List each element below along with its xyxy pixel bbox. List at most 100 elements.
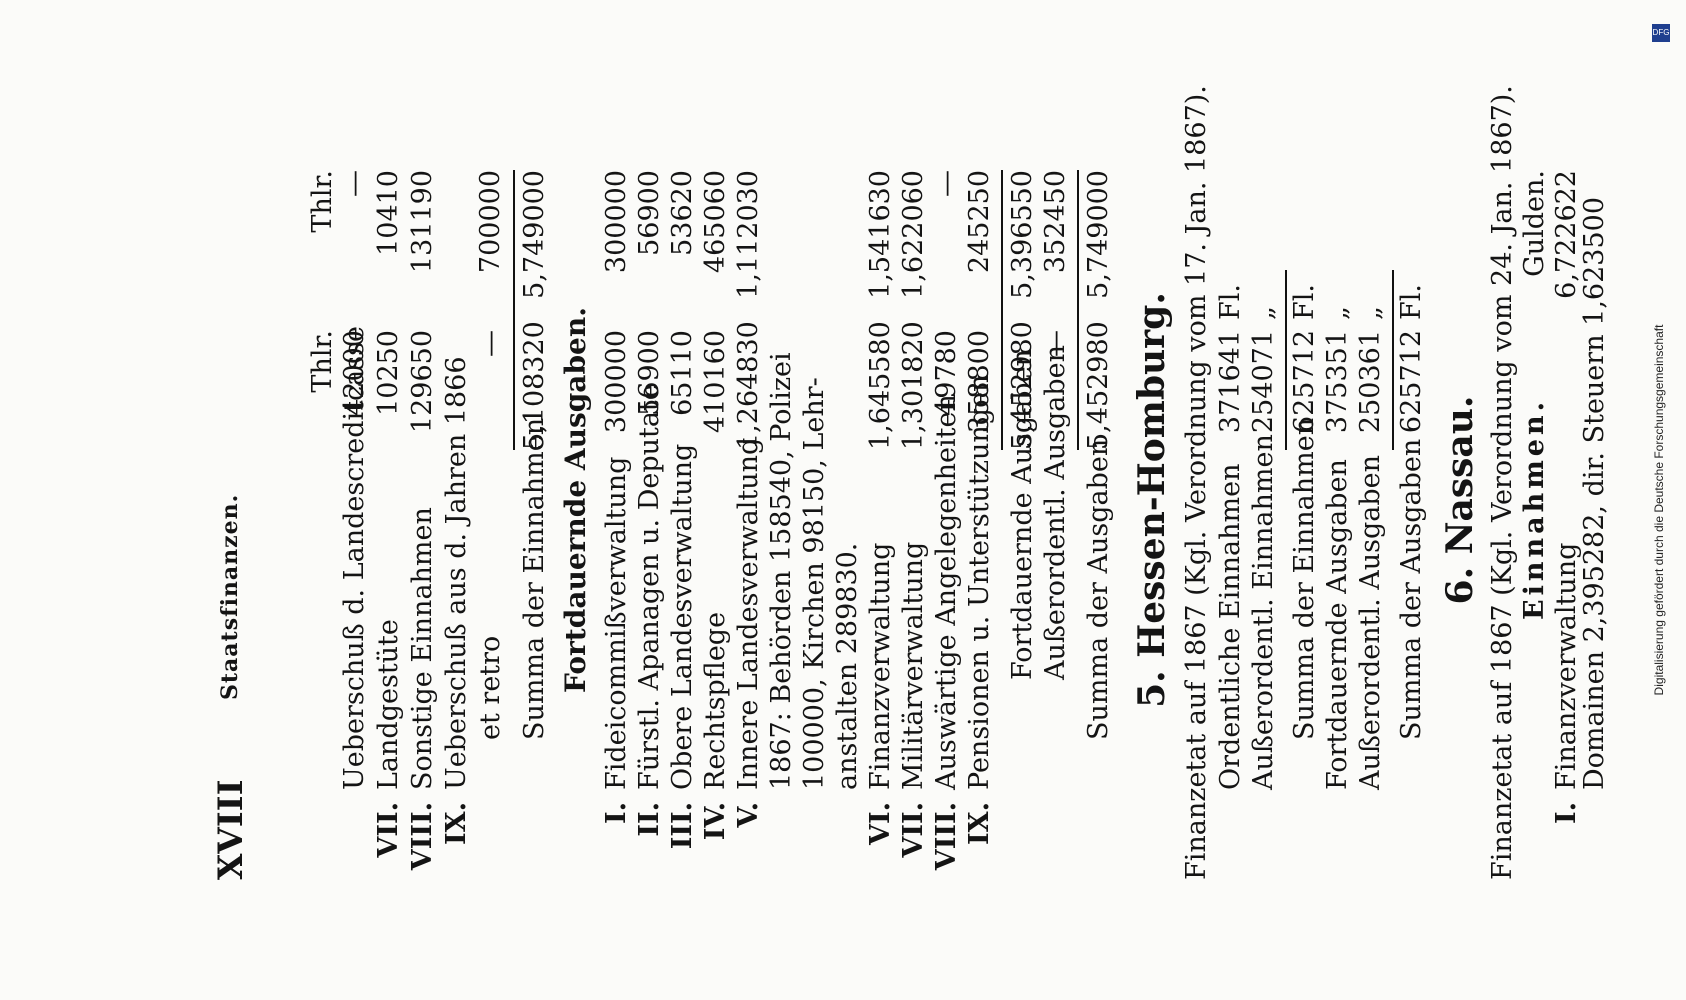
row-label: anstalten 289830. xyxy=(832,542,863,790)
row-col2: — xyxy=(339,170,370,197)
row-label: Summa der Ausgaben xyxy=(1083,438,1114,740)
row-label: 1867: Behörden 158540, Polizei xyxy=(766,352,797,790)
ausgaben-row: IV. Rechtspflege 410160 465060 xyxy=(700,120,734,880)
ausgaben-row: III. Obere Landesverwaltung 65110 53620 xyxy=(667,120,701,880)
row-number: I. xyxy=(601,802,632,825)
nassau-heading: 6. Nassau. xyxy=(1439,395,1481,605)
ausgaben-total-row: Summa der Ausgaben 5,452980 5,749000 xyxy=(1083,120,1117,880)
nassau-subheading-row: Einnahmen. Gulden. xyxy=(1519,120,1553,880)
row-label: Landgestüte xyxy=(373,619,404,790)
row-col1: — xyxy=(1040,330,1071,357)
row-label: Sonstige Einnahmen xyxy=(407,507,438,790)
row-value: 250361 xyxy=(1355,330,1386,434)
hessen-row: Summa der Ausgaben 625712 Fl. xyxy=(1396,120,1430,880)
row-col2: 56900 xyxy=(634,170,665,256)
row-label: Finanzverwaltung xyxy=(1551,542,1582,790)
ausgaben-heading: Fortdauernde Ausgaben. xyxy=(559,307,592,693)
row-col1: 410160 xyxy=(700,330,731,434)
page-number: XVIII xyxy=(211,779,251,880)
row-col2: 5,749000 xyxy=(1083,170,1114,299)
row-col2: 1,622060 xyxy=(898,170,929,299)
row-number: VI. xyxy=(865,802,896,845)
ausgaben-row: IX. Pensionen u. Unterstützungen 358800 … xyxy=(964,120,998,880)
ausgaben-total-row: Außerordentl. Ausgaben — 352450 xyxy=(1040,120,1074,880)
sum-income-row: Summa der Einnahmen 5,108320 5,749000 xyxy=(519,120,553,880)
ausgaben-note-line: anstalten 289830. xyxy=(832,120,866,880)
row-label: Ueberschuß aus d. Jahren 1866 xyxy=(441,356,472,790)
row-col1: 42000 xyxy=(339,330,370,416)
dfg-logo: DFG xyxy=(1652,24,1670,42)
income-row: VII. Landgestüte 10250 10410 xyxy=(373,120,407,880)
row-number: I. xyxy=(1551,802,1582,825)
row-col2: 465060 xyxy=(700,170,731,274)
row-value: 371641 xyxy=(1215,330,1246,434)
row-label: Rechtspflege xyxy=(700,611,731,790)
ausgaben-row: V. Innere Landesverwaltung 1,264830 1,11… xyxy=(733,120,767,880)
row-number: IX. xyxy=(964,802,995,845)
row-col1: 5,108320 xyxy=(519,321,550,450)
row-label: 100000, Kirchen 98150, Lehr- xyxy=(799,377,830,790)
row-col2: — xyxy=(931,170,962,197)
income-row: IX. Ueberschuß aus d. Jahren 1866 xyxy=(441,120,475,880)
row-col1: 5,452980 xyxy=(1083,321,1114,450)
income-row: Ueberschuß d. Landescreditcasse 42000 — xyxy=(339,120,373,880)
row-value: 625712 xyxy=(1396,330,1427,434)
row-label: Summa der Ausgaben xyxy=(1396,438,1427,740)
row-unit: Fl. xyxy=(1289,284,1320,320)
ausgaben-row: VIII. Auswärtige Angelegenheiten 49780 — xyxy=(931,120,965,880)
row-col1: 1,264830 xyxy=(733,321,764,450)
hessen-row: Summa der Einnahmen 625712 Fl. xyxy=(1289,120,1323,880)
row-col2: 352450 xyxy=(1040,170,1071,274)
ausgaben-row: I. Fideicommißverwaltung 300000 300000 xyxy=(601,120,635,880)
running-title: Staatsfinanzen. xyxy=(217,493,243,700)
row-col1: 300000 xyxy=(601,330,632,434)
sum-rule xyxy=(1392,270,1394,450)
row-label: Finanzverwaltung xyxy=(865,542,896,790)
intro-text: Finanzetat auf 1867 (Kgl. Verordnung vom… xyxy=(1181,85,1212,880)
hessen-heading: 5. Hessen-Homburg. xyxy=(1131,292,1173,708)
row-col1: — xyxy=(475,330,506,357)
row-value: 625712 xyxy=(1289,330,1320,434)
hessen-intro: Finanzetat auf 1867 (Kgl. Verordnung vom… xyxy=(1181,85,1215,880)
sum-rule xyxy=(1077,170,1079,450)
hessen-row: Fortdauernde Ausgaben 375351 „ xyxy=(1322,120,1356,880)
nassau-subheading: Einnahmen. xyxy=(1519,398,1550,620)
row-value: 375351 xyxy=(1322,330,1353,434)
row-number: VIII. xyxy=(931,802,962,871)
row-col2: 700000 xyxy=(475,170,506,274)
row-unit: Fl. xyxy=(1215,284,1246,320)
column-units: Thlr. Thlr. xyxy=(307,120,341,880)
row-unit: „ xyxy=(1248,306,1279,320)
row-col2: 6,722622 xyxy=(1551,170,1582,299)
row-label: Auswärtige Angelegenheiten xyxy=(931,394,962,790)
row-col2: 5,749000 xyxy=(519,170,550,299)
row-label: Innere Landesverwaltung xyxy=(733,437,764,790)
row-col1: 129650 xyxy=(407,330,438,434)
row-col1: 1,645580 xyxy=(865,321,896,450)
row-col2: 5,396550 xyxy=(1007,170,1038,299)
row-col1: 65110 xyxy=(667,330,698,416)
row-col2: 131190 xyxy=(407,170,438,274)
row-col1: 49780 xyxy=(931,330,962,416)
row-label: Domainen 2,395282, dir. Steuern 1,623500 xyxy=(1579,197,1610,790)
nassau-row: Domainen 2,395282, dir. Steuern 1,623500 xyxy=(1579,120,1613,880)
row-label: et retro xyxy=(475,635,506,740)
row-number: IX. xyxy=(441,802,472,845)
hessen-row: Außerordentl. Ausgaben 250361 „ xyxy=(1355,120,1389,880)
row-label: Summa der Einnahmen xyxy=(1289,417,1320,740)
ausgaben-note-line: 1867: Behörden 158540, Polizei xyxy=(766,120,800,880)
sum-rule xyxy=(1285,270,1287,450)
row-col1: 358800 xyxy=(964,330,995,434)
row-label: Fortdauernde Ausgaben xyxy=(1322,459,1353,790)
income-row: VIII. Sonstige Einnahmen 129650 131190 xyxy=(407,120,441,880)
row-unit: Fl. xyxy=(1396,284,1427,320)
sidebar-credit-text: Digitalisierung gefördert durch die Deut… xyxy=(1652,324,1666,696)
row-label: Außerordentl. Ausgaben xyxy=(1355,454,1386,790)
ausgaben-row: II. Fürstl. Apanagen u. Deputate 56900 5… xyxy=(634,120,668,880)
hessen-row: Ordentliche Einnahmen 371641 Fl. xyxy=(1215,120,1249,880)
row-col2: 10410 xyxy=(373,170,404,256)
income-row: et retro — 700000 xyxy=(475,120,509,880)
row-label: Militärverwaltung xyxy=(898,541,929,790)
nassau-unit: Gulden. xyxy=(1519,170,1550,277)
